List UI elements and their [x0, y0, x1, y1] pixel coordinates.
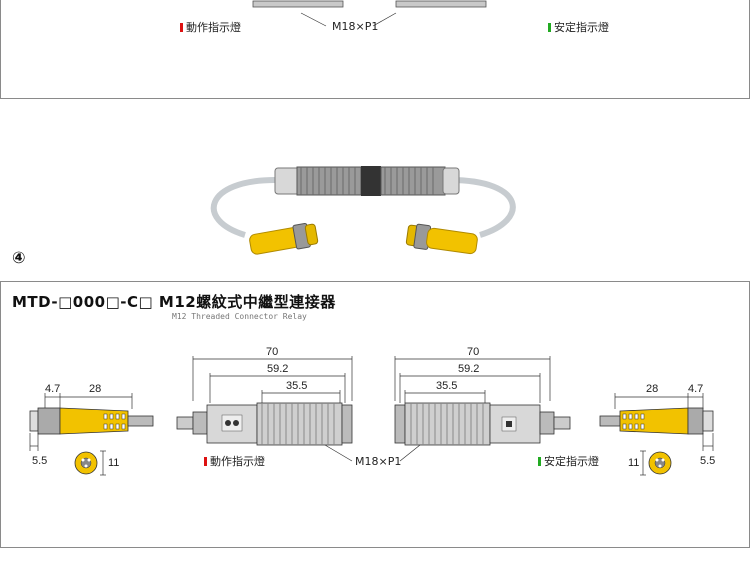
left-connector-drawing — [29, 393, 154, 476]
right-sensor-led-text: 安定指示燈 — [544, 455, 599, 468]
dim-right-pins: 11 — [628, 457, 640, 469]
top-thread-label: M18×P1 — [332, 20, 379, 33]
section-subtitle: M12 Threaded Connector Relay — [172, 312, 307, 321]
red-led-marker — [180, 23, 183, 32]
top-panel-drawing — [252, 0, 487, 27]
dim-left-total: 70 — [266, 346, 279, 358]
left-sensor-led-label: 動作指示燈 — [204, 453, 265, 469]
top-right-led-label: 安定指示燈 — [548, 19, 609, 35]
dim-right-dia: 5.5 — [700, 455, 716, 467]
dim-left-thread: 59.2 — [267, 363, 289, 375]
section-title: MTD-□000□-C□ M12螺紋式中繼型連接器 — [12, 293, 336, 311]
left-led-text: 動作指示燈 — [186, 21, 241, 34]
dim-left-length: 4.7 — [45, 383, 61, 395]
dim-right-length: 4.7 — [688, 383, 704, 395]
dim-left-pins: 11 — [108, 457, 120, 469]
dim-left-inner: 35.5 — [286, 380, 308, 392]
right-sensor-drawing — [394, 356, 571, 462]
dim-right-thread: 59.2 — [458, 363, 480, 375]
right-led-text: 安定指示燈 — [554, 21, 609, 34]
dim-right-body: 28 — [646, 383, 659, 395]
left-sensor-drawing — [176, 356, 353, 462]
top-left-led-label: 動作指示燈 — [180, 19, 241, 35]
dim-left-body: 28 — [89, 383, 102, 395]
right-sensor-led-label: 安定指示燈 — [538, 453, 599, 469]
dim-right-total: 70 — [467, 346, 480, 358]
dim-left-dia: 5.5 — [32, 455, 48, 467]
top-panel — [0, 0, 750, 99]
red-led-marker — [204, 457, 207, 466]
right-connector-drawing — [599, 393, 714, 476]
product-photo — [210, 166, 516, 255]
thread-label: M18×P1 — [355, 455, 402, 468]
green-led-marker — [538, 457, 541, 466]
section-number: ④ — [12, 248, 26, 267]
left-sensor-led-text: 動作指示燈 — [210, 455, 265, 468]
dim-right-inner: 35.5 — [436, 380, 458, 392]
green-led-marker — [548, 23, 551, 32]
dimension-drawing — [29, 356, 714, 476]
